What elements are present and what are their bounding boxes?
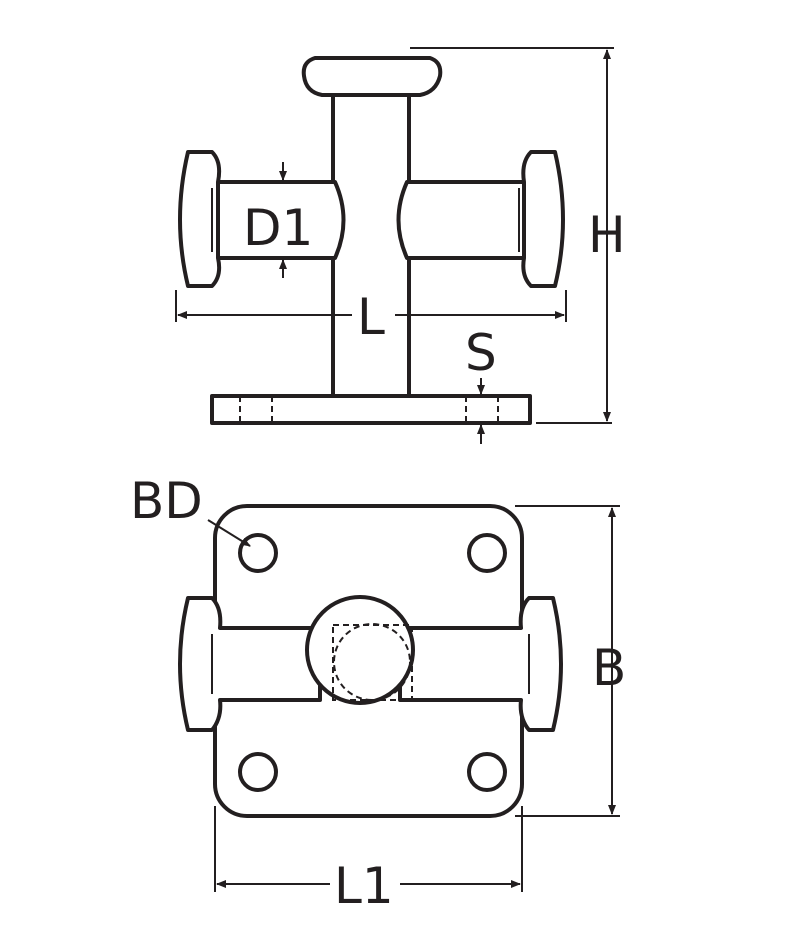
bolt-hole bbox=[238, 533, 278, 573]
label-l: L bbox=[357, 288, 385, 346]
label-b: B bbox=[592, 639, 626, 697]
dimension-d1: D1 bbox=[243, 162, 313, 278]
right-arm-top bbox=[398, 596, 563, 732]
label-h: H bbox=[588, 206, 626, 264]
post-circle bbox=[305, 595, 415, 705]
right-head bbox=[521, 150, 565, 288]
left-arm-top bbox=[178, 596, 322, 732]
top-cap bbox=[301, 56, 443, 97]
label-d1: D1 bbox=[243, 199, 313, 257]
side-view bbox=[178, 56, 565, 425]
dimension-l: L bbox=[175, 288, 567, 346]
vertical-post bbox=[331, 86, 411, 400]
left-head bbox=[178, 150, 222, 288]
dimension-s: S bbox=[465, 324, 612, 444]
top-view bbox=[178, 504, 563, 818]
dimension-bd: BD bbox=[130, 472, 251, 547]
hidden-square bbox=[332, 624, 413, 701]
bolt-hole bbox=[467, 752, 507, 792]
label-l1: L1 bbox=[334, 857, 394, 915]
dimension-b: B bbox=[515, 505, 626, 817]
dimension-l1: L1 bbox=[214, 806, 523, 915]
label-bd: BD bbox=[130, 472, 203, 530]
dimension-h: H bbox=[410, 47, 626, 422]
hidden-circle bbox=[333, 623, 411, 701]
bolt-hole bbox=[467, 533, 507, 573]
label-s: S bbox=[465, 324, 497, 382]
right-arm bbox=[396, 180, 529, 260]
left-arm bbox=[213, 180, 346, 260]
base-plate bbox=[210, 394, 532, 425]
bolt-hole bbox=[238, 752, 278, 792]
